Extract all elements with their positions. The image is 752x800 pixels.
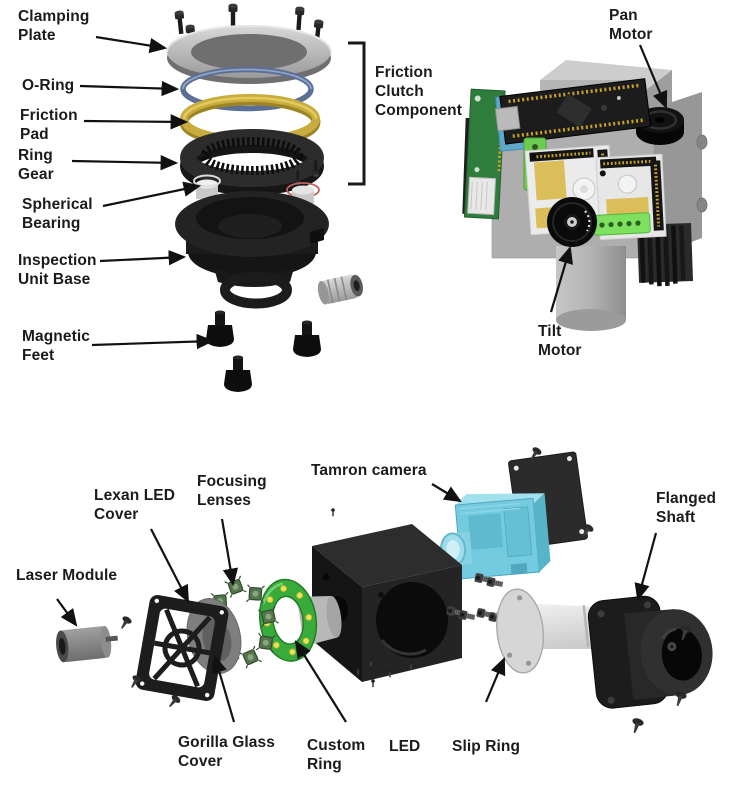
lexan-led-cover-arrow	[150, 528, 190, 603]
tilt-motor-part	[547, 197, 597, 247]
gorilla-glass-arrow	[211, 654, 236, 723]
label-focusing-lenses: Focusing Lenses	[197, 473, 267, 509]
focusing-lenses-arrow	[220, 518, 239, 587]
label-pan-motor: Pan Motor	[609, 7, 653, 43]
clamping-plate-part	[166, 25, 332, 84]
heatsink-part	[637, 223, 694, 287]
leader-arrows	[56, 35, 668, 723]
spherical-bearing-arrow	[102, 181, 202, 208]
pan-tilt-unit-illustration	[462, 60, 708, 331]
label-ring-gear: Ring Gear	[18, 147, 54, 183]
label-gorilla-glass-cover: Gorilla Glass Cover	[178, 734, 275, 770]
laser-module-part	[56, 625, 118, 663]
label-o-ring: O-Ring	[22, 77, 75, 94]
pan-motor-arrow	[638, 44, 668, 110]
terminal-block-bottom-part	[593, 212, 651, 236]
clamping-plate-arrow	[95, 35, 168, 54]
friction-clutch-bracket	[348, 41, 366, 186]
lexan-led-cover-part	[135, 595, 229, 701]
label-friction-pad: Friction Pad	[20, 107, 78, 143]
camera-unit-exploded-illustration	[56, 445, 713, 735]
custom-ring-arrow	[294, 640, 347, 723]
inspection-base-exploded-illustration	[166, 3, 366, 392]
label-lexan-led-cover: Lexan LED Cover	[94, 487, 176, 523]
slip-ring-arrow	[484, 656, 506, 703]
o-ring-arrow	[79, 80, 180, 97]
tamron-camera-part	[440, 493, 551, 580]
label-slip-ring: Slip Ring	[452, 738, 521, 755]
inspection-unit-base-part	[175, 191, 329, 309]
cable-gland-part	[317, 274, 363, 305]
arduino-nano-part	[494, 78, 652, 145]
flanged-shaft-arrow	[634, 532, 658, 602]
tamron-camera-arrow	[431, 483, 462, 503]
label-inspection-unit-base: Inspection Unit Base	[18, 252, 97, 288]
label-flanged-shaft: Flanged Shaft	[656, 490, 717, 526]
label-clamping-plate: Clamping Plate	[18, 8, 90, 44]
label-tilt-motor: Tilt Motor	[538, 323, 582, 359]
laser-module-arrow	[56, 598, 78, 627]
label-spherical-bearing: Spherical Bearing	[22, 196, 93, 232]
flanged-shaft-part	[587, 595, 713, 709]
label-led: LED	[389, 738, 421, 755]
friction-pad-arrow	[83, 114, 189, 130]
inspection-unit-base-arrow	[99, 250, 187, 266]
magnetic-feet-arrow	[91, 333, 215, 350]
label-magnetic-feet: Magnetic Feet	[22, 328, 90, 364]
o-ring-part	[180, 66, 314, 112]
tilt-motor-arrow	[549, 245, 573, 313]
ring-gear-part	[180, 129, 324, 195]
label-friction-clutch-component: Friction Clutch Component	[375, 64, 462, 119]
ring-gear-arrow	[71, 155, 179, 171]
label-laser-module: Laser Module	[16, 567, 118, 584]
label-tamron-camera: Tamron camera	[311, 462, 427, 479]
label-custom-ring: Custom Ring	[307, 737, 366, 773]
magnetic-feet-parts	[206, 310, 321, 392]
